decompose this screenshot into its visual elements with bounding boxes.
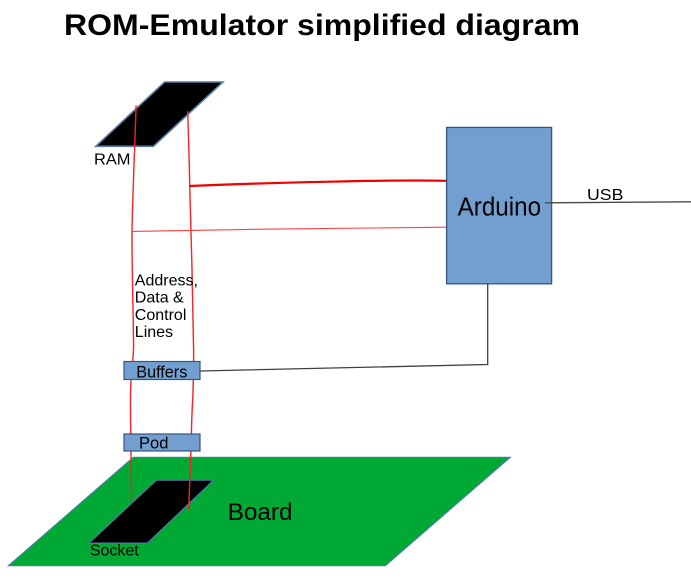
svg-text:ROM-Emulator simplified diagra: ROM-Emulator simplified diagram [64, 9, 580, 42]
svg-text:Arduino: Arduino [458, 193, 541, 221]
svg-text:Board: Board [228, 499, 293, 526]
svg-text:Pod: Pod [139, 434, 169, 453]
svg-text:USB: USB [587, 187, 623, 204]
svg-text:Control: Control [135, 307, 187, 324]
svg-text:Data &: Data & [135, 290, 184, 307]
svg-text:Buffers: Buffers [136, 362, 187, 381]
svg-text:Lines: Lines [135, 324, 173, 341]
svg-text:Socket: Socket [90, 543, 139, 560]
svg-text:Address,: Address, [135, 273, 198, 290]
svg-text:RAM: RAM [94, 152, 131, 169]
